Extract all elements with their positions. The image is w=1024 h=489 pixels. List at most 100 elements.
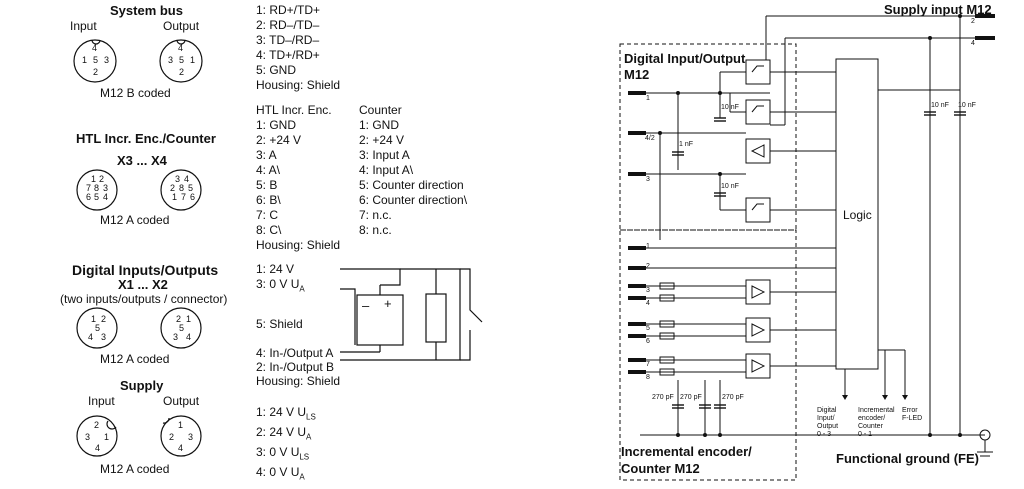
system-bus-title: System bus (110, 3, 183, 18)
pin-line: 2: 24 V UA (256, 425, 316, 445)
led-label-line: Incremental (858, 407, 895, 414)
svg-text:5: 5 (179, 55, 184, 65)
pin-sub: A (299, 284, 305, 294)
svg-text:6: 6 (86, 192, 91, 202)
dio-pin4: 4: In-/Output A (256, 346, 334, 360)
pin-line: 1: 24 V ULS (256, 405, 316, 425)
pin-sub: A (306, 432, 312, 442)
svg-text:3: 3 (188, 432, 193, 442)
dio-pin1: 1: 24 V (256, 262, 295, 276)
supply-input-label: Input (88, 394, 115, 408)
polarity-minus: – (362, 298, 370, 313)
enc-box-title-2: Counter M12 (621, 461, 700, 476)
svg-text:1: 1 (178, 420, 183, 430)
fe-label: Functional ground (FE) (836, 451, 979, 466)
connector-supply-output (160, 415, 202, 457)
pin-line: 8: C\ (256, 223, 282, 237)
cap-label: 10 nF (721, 183, 739, 190)
svg-text:7: 7 (181, 192, 186, 202)
pin-line: 7: C (256, 208, 279, 222)
pin-main: 4: 0 V U (256, 464, 300, 479)
svg-text:4: 4 (88, 332, 93, 342)
pin-number: 1 (646, 95, 650, 102)
wire (340, 268, 401, 286)
dio-box-title-1: Digital Input/Output (624, 51, 746, 66)
pin-line: 4: Input A\ (359, 163, 414, 177)
pin-number: 2 (971, 18, 975, 25)
connector-htl-left (76, 169, 118, 211)
pin-line: 2: +24 V (359, 133, 405, 147)
system-bus-coding: M12 B coded (100, 86, 171, 100)
dio-ports: X1 ... X2 (118, 277, 168, 292)
supply-pin-list: 1: 24 V ULS 2: 24 V UA 3: 0 V ULS 4: 0 V… (256, 405, 316, 485)
pin-line: 6: B\ (256, 193, 281, 207)
svg-text:4: 4 (95, 443, 100, 453)
svg-text:4: 4 (103, 192, 108, 202)
svg-text:4: 4 (92, 43, 97, 53)
svg-text:4: 4 (178, 443, 183, 453)
pin-line: 1: GND (256, 118, 297, 132)
svg-text:4: 4 (178, 43, 183, 53)
pin-sub: LS (299, 452, 310, 462)
comparator (745, 353, 771, 379)
driver-gate (745, 138, 771, 164)
svg-text:1: 1 (190, 55, 195, 65)
pin-line: 3: TD–/RD– (256, 33, 320, 47)
pin-line: 2: RD–/TD– (256, 18, 320, 32)
cap-label: 10 nF (958, 102, 976, 109)
svg-text:4: 4 (184, 174, 189, 184)
svg-text:5: 5 (95, 323, 100, 333)
pin-number: 4 (971, 40, 975, 47)
pin-number: 3 (646, 287, 650, 294)
svg-text:7: 7 (86, 183, 91, 193)
led-label-line: Counter (858, 423, 883, 430)
svg-text:3: 3 (173, 332, 178, 342)
cap-label: 10 nF (931, 102, 949, 109)
pin-sub: LS (306, 412, 316, 422)
led-label-line: 0 - 3 (817, 431, 832, 438)
svg-text:2: 2 (169, 432, 174, 442)
dio-box-title-2: M12 (624, 67, 650, 82)
led-label-line: Input/ (817, 415, 835, 422)
wire (340, 268, 461, 361)
svg-text:1: 1 (104, 432, 109, 442)
svg-text:3: 3 (168, 55, 173, 65)
system-bus-input-label: Input (70, 19, 97, 33)
connector-dio-right (160, 307, 202, 349)
svg-text:2: 2 (176, 314, 181, 324)
supply-title: Supply (120, 378, 164, 393)
connector-system-bus-output (159, 39, 203, 83)
svg-text:2: 2 (99, 174, 104, 184)
svg-text:4: 4 (186, 332, 191, 342)
pin-line: 3: Input A (359, 148, 410, 162)
cap-label: 10 nF (721, 104, 739, 111)
schmitt-gate (745, 99, 771, 125)
svg-text:2: 2 (93, 67, 98, 77)
pin-header: HTL Incr. Enc. (256, 103, 332, 117)
system-bus-pin-list: 1: RD+/TD+ 2: RD–/TD– 3: TD–/RD– 4: TD+/… (256, 3, 340, 93)
cap-label: 1 nF (679, 141, 694, 148)
dio-pin2: 2: In-/Output B (256, 360, 335, 374)
svg-text:3: 3 (101, 332, 106, 342)
dio-coding: M12 A coded (100, 352, 170, 366)
system-bus-output-label: Output (163, 19, 200, 33)
dio-subtitle: (two inputs/outputs / connector) (60, 292, 228, 306)
connector-supply-input (76, 415, 118, 457)
pin-number: 2 (646, 263, 650, 270)
pin-line: 4: A\ (256, 163, 281, 177)
pin-line: 7: n.c. (359, 208, 392, 222)
led-label-line: encoder/ (858, 415, 886, 422)
pin-line: Housing: Shield (256, 238, 341, 252)
pin-number: 5 (646, 325, 650, 332)
dio-housing: Housing: Shield (256, 374, 341, 388)
pin-line: 5: Counter direction (359, 178, 464, 192)
pin-number: 7 (646, 361, 650, 368)
pin-main: 3: 0 V U (256, 444, 300, 459)
pin-line: 3: A (256, 148, 277, 162)
svg-text:1: 1 (172, 192, 177, 202)
svg-text:6: 6 (190, 192, 195, 202)
svg-text:1: 1 (82, 55, 87, 65)
svg-text:2: 2 (101, 314, 106, 324)
dio-title: Digital Inputs/Outputs (72, 262, 219, 278)
pin-main: 3: 0 V U (256, 277, 300, 291)
